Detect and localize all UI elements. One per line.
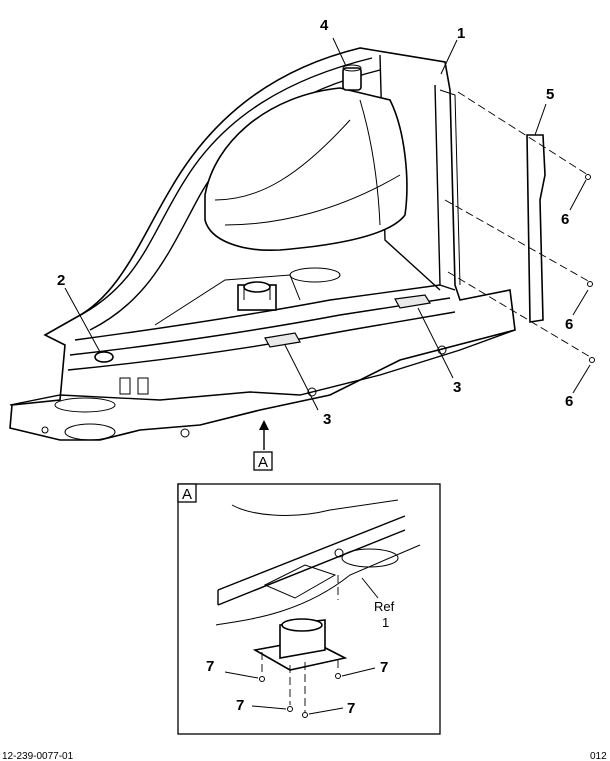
main-assembly	[9, 47, 595, 441]
callout-6-bottom: 6	[565, 393, 573, 410]
side-strap	[526, 134, 546, 323]
view-marker-box	[253, 451, 273, 471]
access-panel-left	[264, 332, 301, 348]
callout-7-right: 7	[380, 659, 388, 676]
detail-view-a: A 7 7 7 7 Ref 1	[177, 483, 441, 735]
callout-1: 1	[457, 25, 465, 42]
callout-7-bottom-left: 7	[236, 697, 244, 714]
callout-3-right: 3	[453, 379, 461, 396]
tank-cap	[342, 67, 362, 91]
ref-number: 1	[382, 615, 389, 630]
tank	[204, 87, 408, 251]
callout-3-left: 3	[323, 411, 331, 428]
plug	[94, 351, 114, 363]
callout-7-left: 7	[206, 658, 214, 675]
detail-label-box	[177, 483, 197, 503]
ref-label: Ref	[374, 599, 395, 614]
callout-7-bottom-right: 7	[347, 700, 355, 717]
access-panel-right	[394, 294, 431, 309]
callout-6-middle: 6	[565, 316, 573, 333]
callout-6-top: 6	[561, 211, 569, 228]
view-marker-label: A	[258, 454, 268, 471]
callout-5: 5	[546, 86, 554, 103]
callout-4: 4	[320, 17, 329, 34]
callout-2: 2	[57, 272, 65, 289]
drawing-number: 12-239-0077-01	[2, 751, 74, 761]
detail-label: A	[182, 486, 192, 503]
detail-frame	[177, 483, 441, 735]
sheet-code: 012	[590, 751, 607, 761]
mount-box	[237, 281, 277, 311]
